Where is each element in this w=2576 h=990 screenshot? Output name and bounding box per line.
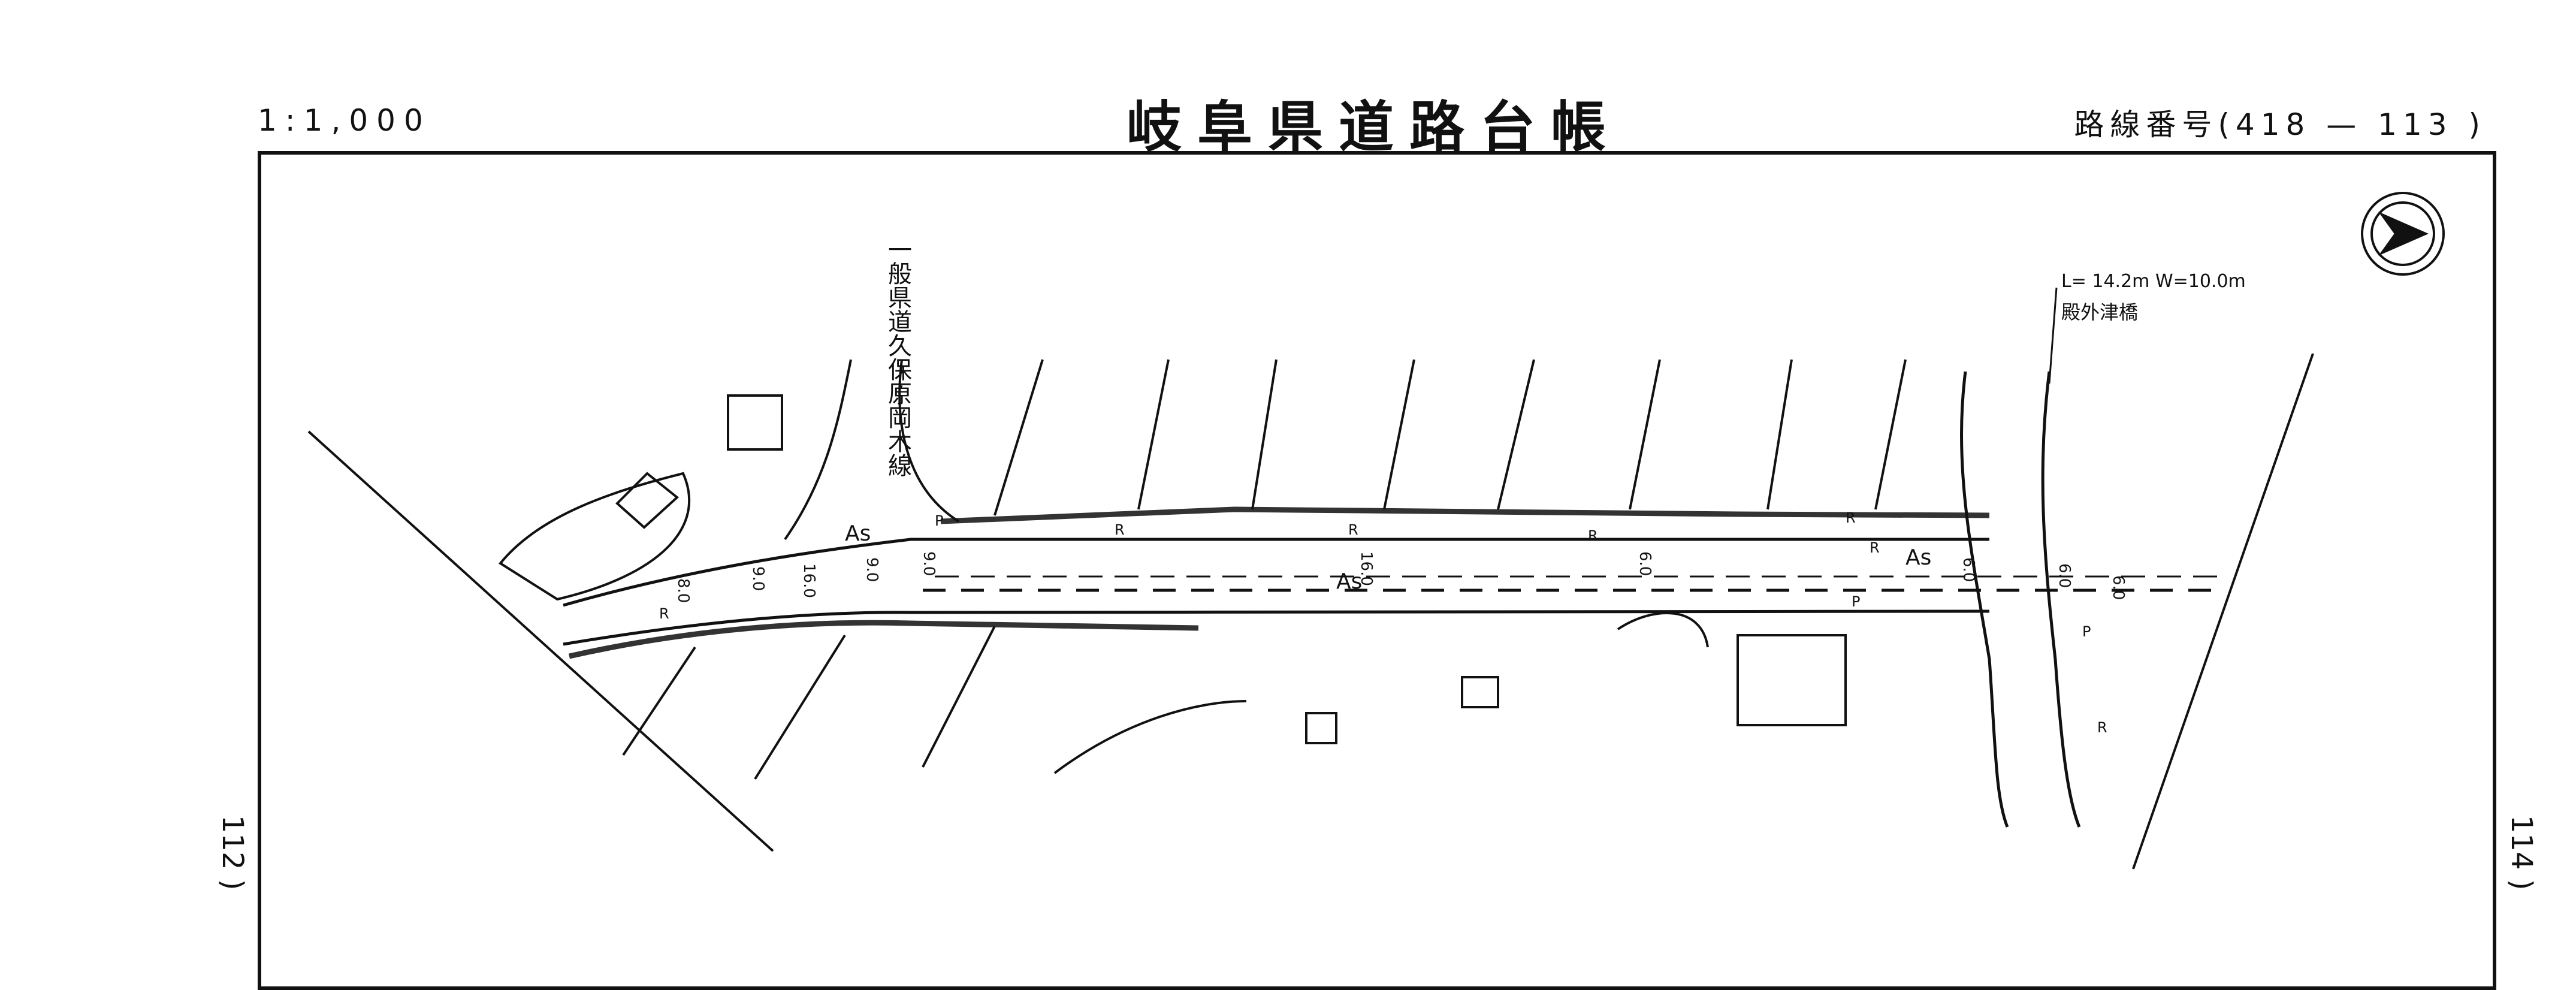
adjacent-sheet-left: 112 ) xyxy=(216,815,249,891)
north-arrow-icon xyxy=(2361,192,2445,276)
feature-letter: R xyxy=(1115,521,1125,538)
feature-letter: R xyxy=(1846,509,1856,526)
surface-label: As xyxy=(1336,569,1363,594)
feature-letter: R xyxy=(1870,539,1880,556)
width-mark: 9.0 xyxy=(863,557,881,582)
width-mark: 9.0 xyxy=(749,566,767,591)
side-road-name: 一般県道久保原岡木線 xyxy=(884,237,911,477)
road-edge-north xyxy=(563,538,1989,607)
width-mark: 8.0 xyxy=(674,578,692,603)
bridge-dimensions: L= 14.2m W=10.0m xyxy=(2061,271,2246,292)
surface-label: As xyxy=(845,521,871,546)
side-road-edge-right xyxy=(898,359,960,523)
adjacent-sheet-right: 114 ) xyxy=(2505,815,2538,891)
width-mark: 16.0 xyxy=(800,563,818,598)
page-title: 岐阜県道路台帳 xyxy=(1127,95,1622,159)
feature-letter: R xyxy=(1588,527,1598,544)
road-map xyxy=(307,192,2445,870)
feature-letter: P xyxy=(935,512,944,529)
boundary-line-left xyxy=(307,430,774,852)
width-mark: 6.0 xyxy=(1959,557,1977,582)
map-scale: 1:1,000 xyxy=(258,103,431,138)
width-mark: 6.0 xyxy=(1636,551,1654,577)
feature-letter: R xyxy=(2097,719,2107,736)
feature-letter: P xyxy=(2082,623,2091,640)
bridge-name: 殿外津橋 xyxy=(2061,301,2139,324)
feature-letter: P xyxy=(1852,593,1861,610)
width-mark: 9.0 xyxy=(920,551,938,577)
width-mark: 16.0 xyxy=(1357,551,1375,586)
side-road-edge-left xyxy=(784,359,852,541)
route-number: 路線番号(418 — 113 ) xyxy=(2074,107,2486,142)
feature-letter: R xyxy=(659,605,669,622)
width-mark: 6.0 xyxy=(2109,575,2127,600)
width-mark: 6.0 xyxy=(2055,563,2073,588)
feature-letter: R xyxy=(1348,521,1358,538)
boundary-line-right xyxy=(2132,353,2314,870)
road-edge-south xyxy=(563,609,1990,646)
surface-label: As xyxy=(1905,545,1932,570)
